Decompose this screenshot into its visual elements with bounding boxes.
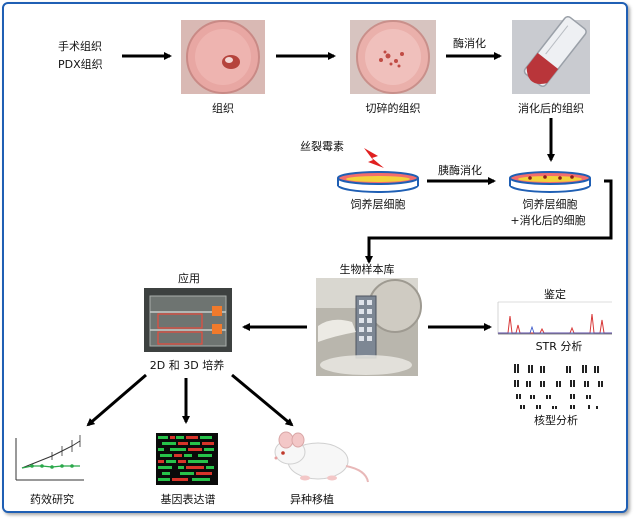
biobank-image <box>316 278 422 376</box>
label-minced-tissue: 切碎的组织 <box>365 102 421 115</box>
label-application: 应用 <box>178 272 200 285</box>
label-digested-tissue: 消化后的组织 <box>518 102 584 115</box>
label-feeder-plus-1: 饲养层细胞 <box>522 198 578 211</box>
arrow-to-drug-efficacy <box>86 373 147 427</box>
arrow-to-xenograft <box>231 373 294 427</box>
label-str-analysis: STR 分析 <box>535 340 583 353</box>
label-feeder-cells: 饲养层细胞 <box>350 198 406 211</box>
label-karyotype: 核型分析 <box>534 414 578 427</box>
label-drug-efficacy: 药效研究 <box>30 493 74 506</box>
arrow-feeder-plus-to-biobank <box>367 179 613 256</box>
label-enzyme-digestion: 酶消化 <box>453 37 486 50</box>
label-gene-expression: 基因表达谱 <box>160 493 216 506</box>
str-electropherogram <box>497 301 612 335</box>
drug-efficacy-plot <box>15 435 84 481</box>
digested-tissue-tube-image <box>512 15 590 94</box>
label-feeder-plus-2: +消化后的细胞 <box>510 214 586 227</box>
label-tissue: 组织 <box>212 102 234 115</box>
feeder-dish-icon <box>337 171 419 193</box>
gene-expression-heatmap <box>156 433 218 485</box>
label-surgical-tissue: 手术组织 <box>58 40 102 53</box>
mouse-icon <box>274 431 369 483</box>
label-2d-3d-culture: 2D 和 3D 培养 <box>149 359 225 372</box>
karyotype-image <box>514 364 603 409</box>
culture-incubator-image <box>144 288 232 352</box>
minced-tissue-dish-image <box>350 20 436 94</box>
label-xenograft: 异种移植 <box>290 493 334 506</box>
lightning-icon <box>364 148 384 168</box>
label-trypsin-digestion: 胰酶消化 <box>438 164 482 177</box>
tissue-dish-image <box>181 20 265 94</box>
feeder-plus-dish-icon <box>509 171 591 193</box>
label-pdx-tissue: PDX组织 <box>58 58 103 71</box>
label-identification: 鉴定 <box>544 288 566 301</box>
label-biobank: 生物样本库 <box>339 263 395 276</box>
label-mitomycin: 丝裂霉素 <box>300 140 344 153</box>
